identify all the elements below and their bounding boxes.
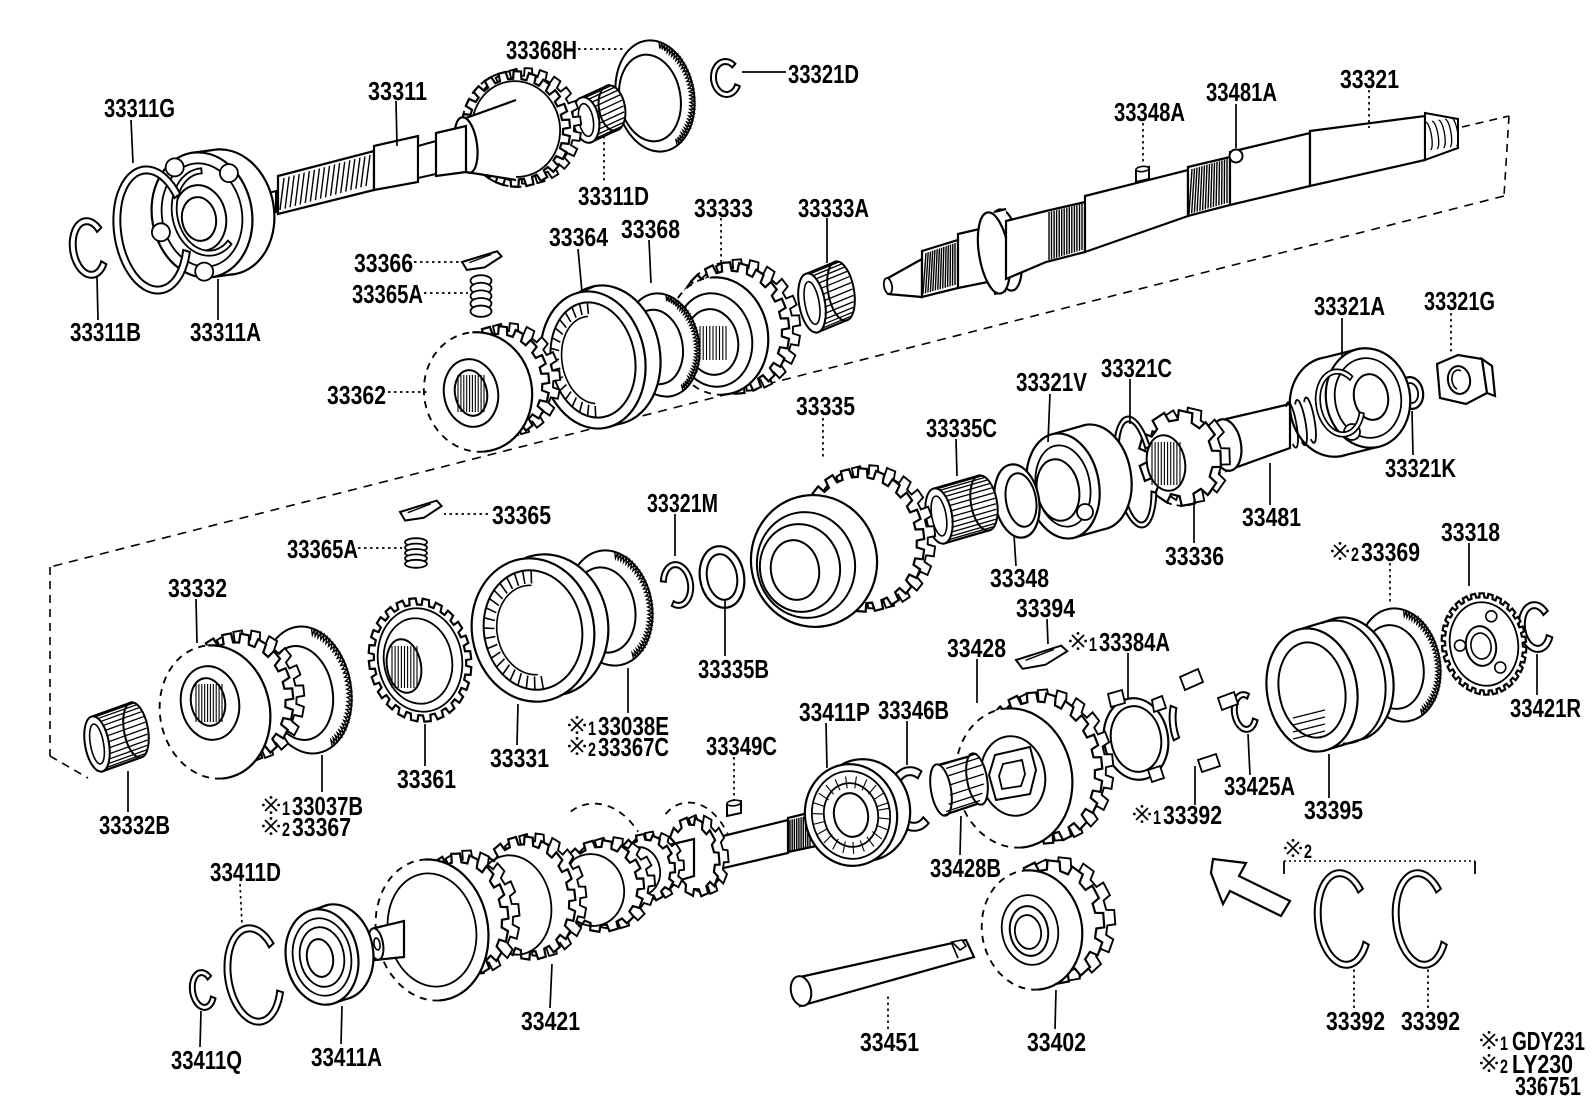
svg-text:33411P: 33411P	[799, 697, 870, 727]
svg-text:33428B: 33428B	[930, 853, 1001, 883]
svg-text:33411Q: 33411Q	[171, 1045, 242, 1075]
svg-text:33365A: 33365A	[352, 279, 423, 309]
svg-text:33333A: 33333A	[798, 193, 869, 223]
svg-text:33349C: 33349C	[706, 731, 777, 761]
svg-text:1: 1	[1153, 808, 1161, 829]
svg-text:33411A: 33411A	[311, 1042, 382, 1072]
svg-text:33321G: 33321G	[1424, 286, 1495, 316]
svg-text:33335B: 33335B	[698, 654, 769, 684]
svg-text:33451: 33451	[860, 1027, 919, 1057]
svg-text:33369: 33369	[1361, 537, 1420, 567]
svg-text:33335C: 33335C	[926, 413, 997, 443]
svg-text:33421R: 33421R	[1510, 693, 1581, 723]
svg-text:33481A: 33481A	[1206, 77, 1277, 107]
svg-text:33311A: 33311A	[190, 317, 261, 347]
svg-text:33394: 33394	[1016, 593, 1075, 623]
svg-text:1: 1	[1089, 635, 1097, 656]
svg-text:33428: 33428	[947, 633, 1006, 663]
svg-text:33365: 33365	[492, 500, 551, 530]
svg-text:33333: 33333	[694, 193, 753, 223]
svg-text:33368H: 33368H	[506, 35, 577, 65]
svg-text:33367C: 33367C	[598, 732, 669, 762]
svg-text:33335: 33335	[796, 391, 855, 421]
svg-text:33365A: 33365A	[287, 534, 358, 564]
svg-text:33425A: 33425A	[1224, 771, 1295, 801]
svg-text:33392: 33392	[1163, 800, 1222, 830]
svg-text:33366: 33366	[354, 248, 413, 278]
svg-text:33346B: 33346B	[878, 695, 949, 725]
svg-text:2: 2	[1351, 545, 1359, 566]
svg-text:33321D: 33321D	[788, 59, 859, 89]
svg-text:2: 2	[1500, 1057, 1508, 1078]
svg-text:33362: 33362	[327, 380, 386, 410]
svg-text:2: 2	[588, 740, 596, 761]
svg-text:33321: 33321	[1340, 64, 1399, 94]
svg-text:33361: 33361	[397, 764, 456, 794]
svg-text:33364: 33364	[549, 222, 608, 252]
svg-text:33395: 33395	[1304, 795, 1363, 825]
svg-text:33332: 33332	[168, 573, 227, 603]
svg-text:33321C: 33321C	[1101, 353, 1172, 383]
svg-text:33368: 33368	[621, 214, 680, 244]
svg-text:33367: 33367	[292, 812, 351, 842]
svg-text:33321K: 33321K	[1385, 453, 1456, 483]
svg-text:33411D: 33411D	[210, 857, 281, 887]
svg-text:33311G: 33311G	[104, 93, 175, 123]
svg-text:33311D: 33311D	[578, 181, 649, 211]
svg-text:33336: 33336	[1165, 541, 1224, 571]
svg-text:33392: 33392	[1401, 1006, 1460, 1036]
svg-text:33481: 33481	[1242, 502, 1301, 532]
svg-text:33392: 33392	[1326, 1006, 1385, 1036]
svg-text:33321V: 33321V	[1016, 367, 1088, 397]
svg-text:2: 2	[282, 820, 290, 841]
svg-text:2: 2	[1304, 842, 1312, 863]
svg-text:33321A: 33321A	[1314, 291, 1385, 321]
svg-text:33311B: 33311B	[70, 317, 141, 347]
svg-text:33348A: 33348A	[1114, 97, 1185, 127]
svg-text:33321M: 33321M	[647, 488, 718, 518]
svg-text:33331: 33331	[490, 743, 549, 773]
svg-text:33318: 33318	[1441, 517, 1500, 547]
svg-text:33402: 33402	[1027, 1027, 1086, 1057]
svg-text:33348: 33348	[990, 563, 1049, 593]
svg-text:1: 1	[282, 799, 290, 820]
svg-text:1: 1	[1500, 1034, 1508, 1055]
svg-text:336751: 336751	[1515, 1071, 1581, 1099]
svg-text:33332B: 33332B	[99, 810, 170, 840]
svg-text:33421: 33421	[521, 1006, 580, 1036]
svg-text:1: 1	[588, 719, 596, 740]
svg-text:33384A: 33384A	[1099, 627, 1170, 657]
svg-text:33311: 33311	[368, 76, 427, 106]
